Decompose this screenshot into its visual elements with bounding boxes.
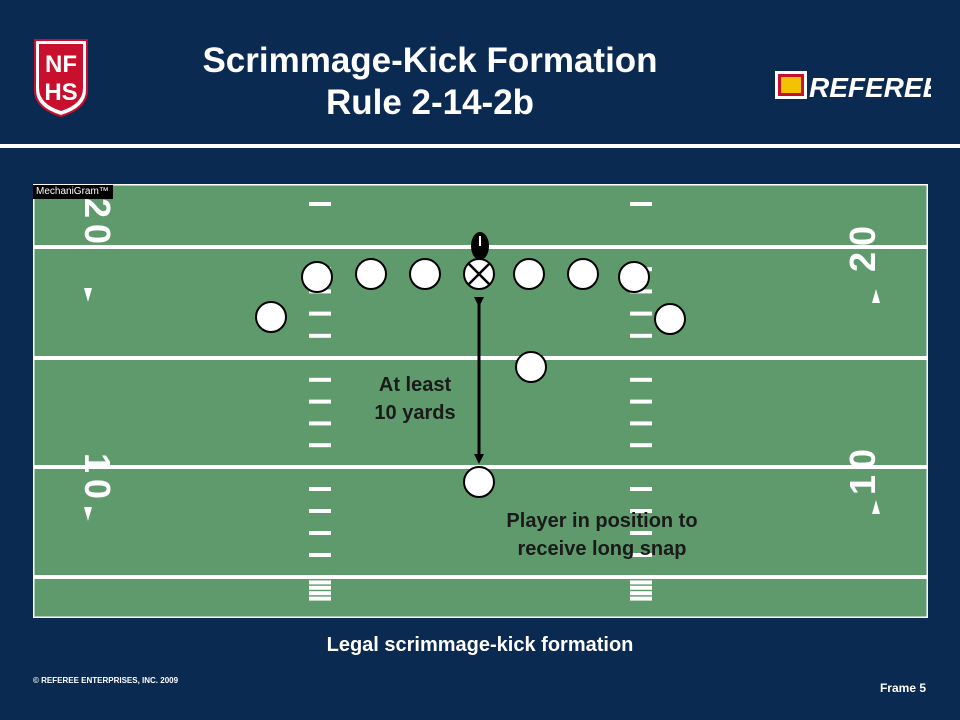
hash-mark xyxy=(630,585,652,590)
nfhs-logo-text-top: NF xyxy=(45,51,77,78)
hash-mark xyxy=(630,333,652,338)
distance-label-line-2: 10 yards xyxy=(374,402,455,424)
wing-back xyxy=(654,303,686,335)
hash-mark xyxy=(630,591,652,596)
hash-mark xyxy=(309,596,331,601)
hash-mark xyxy=(630,311,652,316)
hash-mark xyxy=(309,531,331,535)
lineman xyxy=(513,258,545,290)
yard-line xyxy=(33,575,928,579)
hash-mark xyxy=(309,421,331,426)
hash-marks-right xyxy=(630,202,652,601)
hash-mark xyxy=(630,580,652,585)
page-title: Scrimmage-Kick Formation Rule 2-14-2b xyxy=(180,40,680,124)
hash-mark xyxy=(630,421,652,426)
distance-label-line-1: At least xyxy=(379,374,452,396)
lineman xyxy=(355,258,387,290)
yard-number-right-top: 20 xyxy=(842,220,883,272)
hash-mark xyxy=(630,487,652,491)
hash-mark xyxy=(309,311,331,316)
yard-arrow xyxy=(872,289,880,303)
hash-mark xyxy=(309,553,331,557)
hash-mark xyxy=(630,596,652,601)
hash-mark xyxy=(630,531,652,535)
lineman xyxy=(618,261,650,293)
yard-number-left-top: 20 xyxy=(77,198,118,250)
mechanigram-badge: MechaniGram™ xyxy=(33,185,113,199)
hash-mark xyxy=(309,443,331,448)
hash-mark xyxy=(309,333,331,338)
nfhs-logo: NF HS xyxy=(34,39,88,118)
lineman xyxy=(567,258,599,290)
hash-mark xyxy=(630,509,652,513)
receiver-label-line-1: Player in position to xyxy=(506,510,697,532)
lineman xyxy=(409,258,441,290)
nfhs-logo-text-bottom: HS xyxy=(44,79,77,106)
hash-mark xyxy=(309,591,331,596)
hash-mark xyxy=(309,399,331,404)
yard-arrow xyxy=(84,507,92,521)
hash-mark xyxy=(630,377,652,382)
yard-arrow xyxy=(872,500,880,514)
lineman xyxy=(301,261,333,293)
copyright-notice: © REFEREE ENTERPRISES, INC. 2009 xyxy=(33,676,179,685)
hash-mark xyxy=(309,487,331,491)
diagram-caption: Legal scrimmage-kick formation xyxy=(326,634,634,656)
header-divider xyxy=(0,144,960,148)
receiver-label-line-2: receive long snap xyxy=(518,538,687,560)
hash-mark xyxy=(309,585,331,590)
referee-logo-text: REFEREE xyxy=(809,72,931,103)
hash-mark xyxy=(309,580,331,585)
snapper-mark xyxy=(468,263,490,285)
wing-back xyxy=(255,301,287,333)
yard-arrow xyxy=(84,288,92,302)
hash-mark xyxy=(309,377,331,382)
hash-mark xyxy=(630,289,652,294)
hash-mark xyxy=(309,509,331,513)
hash-mark xyxy=(309,202,331,206)
personal-protector xyxy=(515,351,547,383)
hash-mark xyxy=(630,202,652,206)
title-line-1: Scrimmage-Kick Formation xyxy=(202,41,658,80)
title-line-2: Rule 2-14-2b xyxy=(325,83,535,122)
hash-mark xyxy=(630,553,652,557)
frame-number: Frame 5 xyxy=(879,681,926,695)
hash-mark xyxy=(630,399,652,404)
field-diagram: 20 10 20 10 At least 10 yards Player in … xyxy=(33,184,928,618)
hash-mark xyxy=(630,443,652,448)
referee-logo: REFEREE xyxy=(775,71,931,103)
yard-number-left-bottom: 10 xyxy=(77,453,118,505)
kicker xyxy=(463,466,495,498)
yard-number-right-bottom: 10 xyxy=(842,443,883,495)
